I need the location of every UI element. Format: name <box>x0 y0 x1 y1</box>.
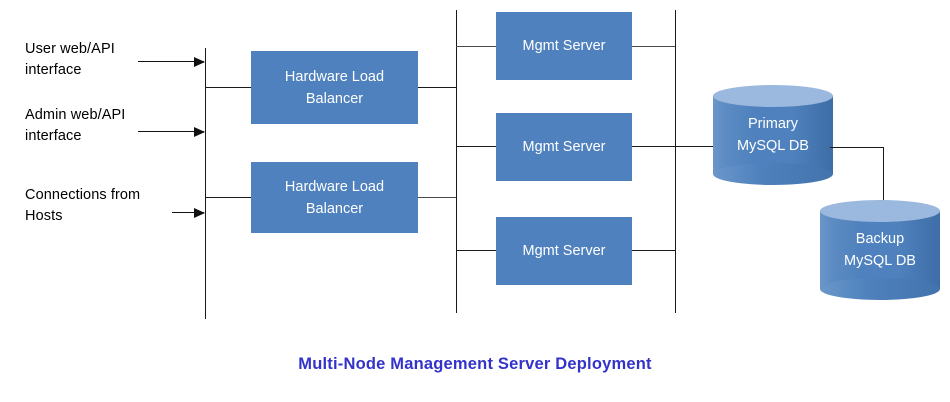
link-bus-mid-to-mgmt-server-3 <box>456 250 497 251</box>
input-label-admin-interface: Admin web/API interface <box>25 107 126 144</box>
arrow-user-interface-to-bus <box>138 56 205 67</box>
node-load-balancer-1[interactable]: Hardware Load Balancer <box>251 51 418 124</box>
backup-database-base <box>820 278 940 300</box>
link-mgmt-server-1-to-bus-right <box>632 46 676 47</box>
input-label-host-connections: Connections from Hosts <box>25 187 141 224</box>
primary-database-lid <box>713 85 833 107</box>
node-mgmt-server-2[interactable]: Mgmt Server <box>496 113 632 181</box>
node-primary-database[interactable]: Primary MySQL DB <box>713 85 833 185</box>
link-primary-to-backup-vertical <box>883 147 884 212</box>
primary-database-base <box>713 163 833 185</box>
link-bus-right-to-primary-database <box>675 146 717 147</box>
node-mgmt-server-1[interactable]: Mgmt Server <box>496 12 632 80</box>
node-load-balancer-2[interactable]: Hardware Load Balancer <box>251 162 418 233</box>
link-bus-mid-to-mgmt-server-1 <box>456 46 497 47</box>
link-bus-left-to-load-balancer-2 <box>205 197 252 198</box>
primary-database-body <box>713 96 833 174</box>
bus-line-middle <box>456 10 457 313</box>
link-load-balancer-1-to-bus-mid <box>418 87 457 88</box>
link-primary-to-backup-horizontal <box>830 147 884 148</box>
node-mgmt-server-3[interactable]: Mgmt Server <box>496 217 632 285</box>
arrow-admin-interface-to-bus <box>138 126 205 137</box>
primary-database-label: Primary MySQL DB <box>737 116 809 154</box>
bus-line-right <box>675 10 676 313</box>
link-bus-left-to-load-balancer-1 <box>205 87 252 88</box>
backup-database-label: Backup MySQL DB <box>844 231 916 269</box>
link-load-balancer-2-to-bus-mid <box>418 197 457 198</box>
diagram-caption: Multi-Node Management Server Deployment <box>298 355 652 373</box>
arrow-host-connections-to-bus <box>172 207 205 218</box>
backup-database-lid <box>820 200 940 222</box>
backup-database-body <box>820 211 940 289</box>
node-backup-database[interactable]: Backup MySQL DB <box>820 200 940 300</box>
input-label-user-interface: User web/API interface <box>25 41 115 78</box>
link-mgmt-server-3-to-bus-right <box>632 250 676 251</box>
link-mgmt-server-2-to-bus-right <box>632 146 676 147</box>
bus-line-left <box>205 48 206 319</box>
link-bus-mid-to-mgmt-server-2 <box>456 146 497 147</box>
